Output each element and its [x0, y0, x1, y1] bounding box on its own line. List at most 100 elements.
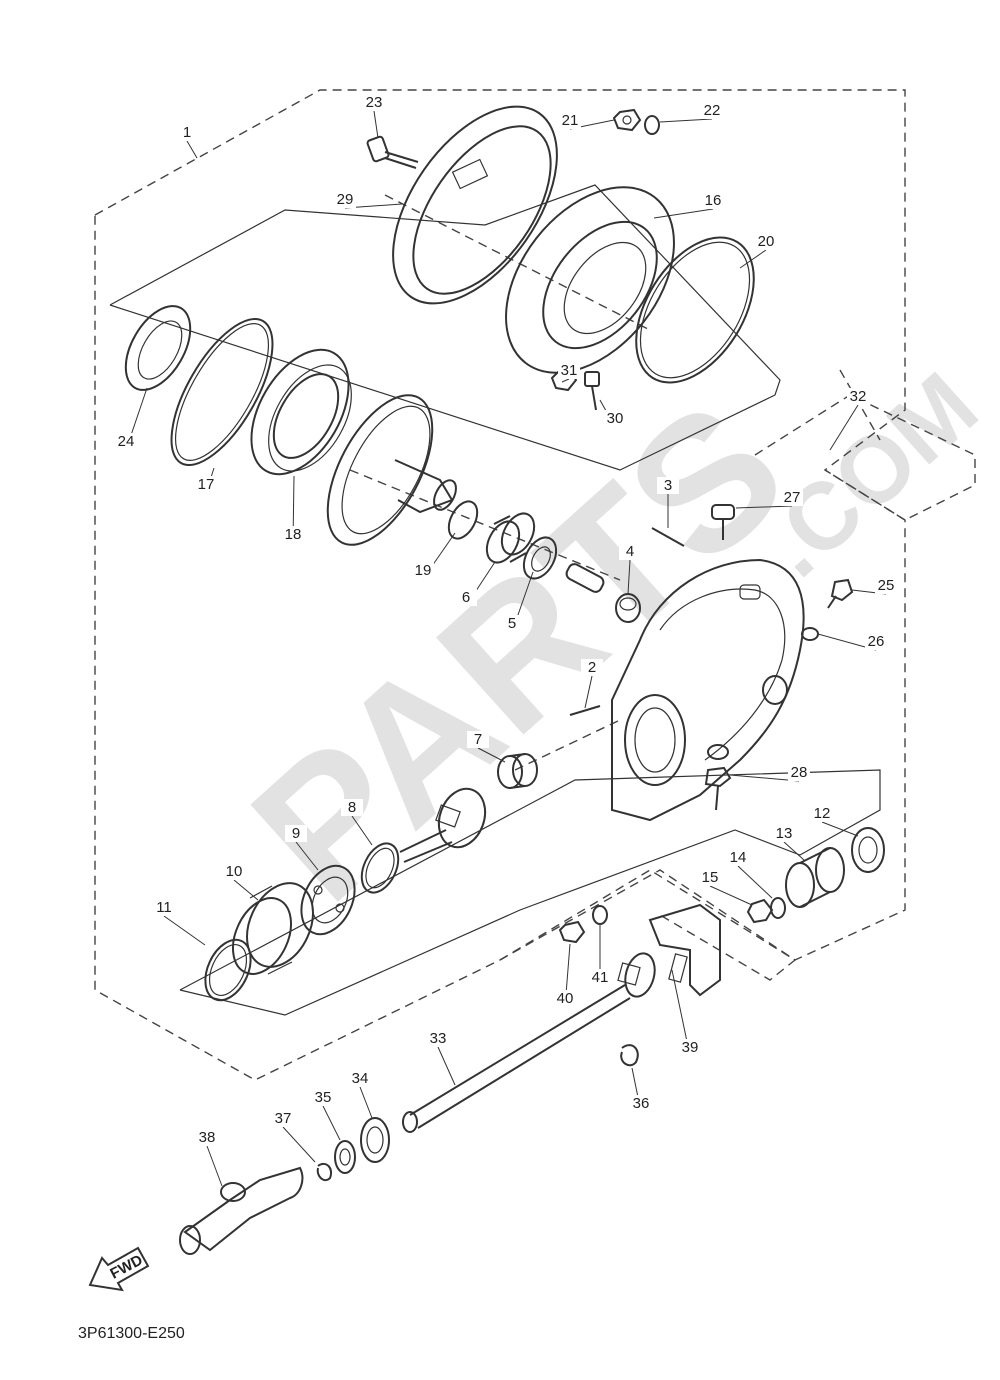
callout-32: 32: [850, 388, 867, 405]
callout-27: 27: [784, 489, 801, 506]
part-24-oil-seal: [124, 305, 192, 391]
callout-bg-27: [781, 489, 803, 506]
leader-line-8: [351, 815, 373, 846]
callout-39: 39: [682, 1039, 699, 1056]
leader-line-15: [709, 885, 753, 906]
lower-gear-subassembly-outline: [179, 769, 881, 1016]
part-7-needle-bearing: [497, 753, 538, 789]
callout-bg-13: [773, 825, 795, 842]
callout-25: 25: [878, 577, 895, 594]
callout-bg-24: [115, 433, 137, 450]
callout-28: 28: [791, 764, 808, 781]
callout-bg-36: [630, 1095, 652, 1112]
leader-line-13: [783, 841, 805, 861]
gear-case-housing: [611, 558, 805, 822]
callout-bg-21: [559, 112, 581, 129]
leader-line-22: [659, 118, 713, 123]
callout-bg-18: [282, 526, 304, 543]
leader-line-1: [186, 140, 198, 159]
callout-bg-22: [701, 102, 723, 119]
leader-line-37: [282, 1126, 316, 1163]
callout-bg-16: [702, 192, 724, 209]
part-22-washer: [644, 115, 660, 135]
part-34-oil-seal: [360, 1117, 390, 1163]
callout-bg-10: [223, 863, 245, 880]
part-36-circlip: [620, 1044, 639, 1067]
callout-bg-40: [554, 990, 576, 1007]
part-27-plug: [711, 504, 735, 540]
part-20-o-ring: [635, 236, 755, 384]
callout-bg-15: [699, 869, 721, 886]
callout-bg-20: [755, 233, 777, 250]
part-26-washer-upper: [801, 627, 819, 641]
leader-line-23: [373, 110, 379, 139]
driven-gear: [326, 394, 457, 546]
callout-bg-6: [455, 589, 477, 606]
callout-13: 13: [776, 825, 793, 842]
upper-gear-subassembly-outline: [109, 184, 781, 471]
callout-bg-2: [581, 659, 603, 676]
leader-line-35: [322, 1105, 341, 1141]
part-11-circlip: [204, 938, 252, 1002]
callout-bg-7: [467, 731, 489, 748]
leader-line-16: [653, 208, 714, 219]
part-15-nut: [746, 898, 774, 924]
callout-20: 20: [758, 233, 775, 250]
part-6-needle-bearing: [485, 512, 536, 564]
part-3-stud: [651, 527, 685, 547]
part-12-oil-seal: [851, 827, 885, 873]
leader-line-12: [821, 821, 859, 837]
part-19-shim: [447, 500, 479, 540]
part-25-bolt: [827, 578, 854, 609]
callout-16: 16: [705, 192, 722, 209]
callout-bg-17: [195, 476, 217, 493]
leader-line-34: [359, 1086, 373, 1119]
part-21-nut: [612, 108, 642, 132]
callout-bg-28: [788, 764, 810, 781]
callout-bg-8: [341, 799, 363, 816]
axis-lines: [349, 194, 881, 771]
callout-34: 34: [352, 1070, 369, 1087]
pinion-gear: [399, 787, 487, 863]
leader-line-38: [206, 1145, 223, 1187]
part-33-drive-shaft: [402, 984, 631, 1133]
leader-line-28: [729, 774, 800, 782]
part-23-bolt: [366, 135, 419, 169]
callout-6: 6: [462, 589, 470, 606]
callout-bg-11: [153, 899, 175, 916]
part-29-ring-plate: [392, 105, 558, 305]
subgroup-32-outline: [754, 394, 976, 521]
leader-line-2: [584, 675, 593, 709]
diagram-code: 3P61300-E250: [78, 1325, 185, 1342]
callout-bg-26: [865, 633, 887, 650]
leader-line-27: [735, 505, 793, 509]
callout-23: 23: [366, 94, 383, 111]
callout-8: 8: [348, 799, 356, 816]
callout-33: 33: [430, 1030, 447, 1047]
leader-line-31: [561, 378, 570, 383]
part-8-shim: [360, 842, 400, 894]
callout-bg-12: [811, 805, 833, 822]
callout-bg-37: [272, 1110, 294, 1127]
callout-2: 2: [588, 659, 596, 676]
callout-bg-3: [657, 477, 679, 494]
callout-bg-25: [875, 577, 897, 594]
dowel-pin: [565, 563, 605, 593]
callout-bg-30: [604, 410, 626, 427]
callout-40: 40: [557, 990, 574, 1007]
callout-10: 10: [226, 863, 243, 880]
callout-31: 31: [561, 362, 578, 379]
assembly-outline: [94, 89, 906, 1081]
callout-9: 9: [292, 825, 300, 842]
callout-bg-9: [285, 825, 307, 842]
part-18-bearing: [250, 348, 352, 476]
part-37-circlip: [316, 1162, 332, 1182]
callout-11: 11: [156, 899, 172, 916]
callout-12: 12: [814, 805, 831, 822]
callout-bg-33: [427, 1030, 449, 1047]
callout-bg-34: [349, 1070, 371, 1087]
fwd-arrow-icon: FWD: [88, 1246, 150, 1292]
callout-bg-4: [619, 543, 641, 560]
leader-line-9: [295, 841, 319, 871]
callout-1: 1: [183, 124, 191, 141]
